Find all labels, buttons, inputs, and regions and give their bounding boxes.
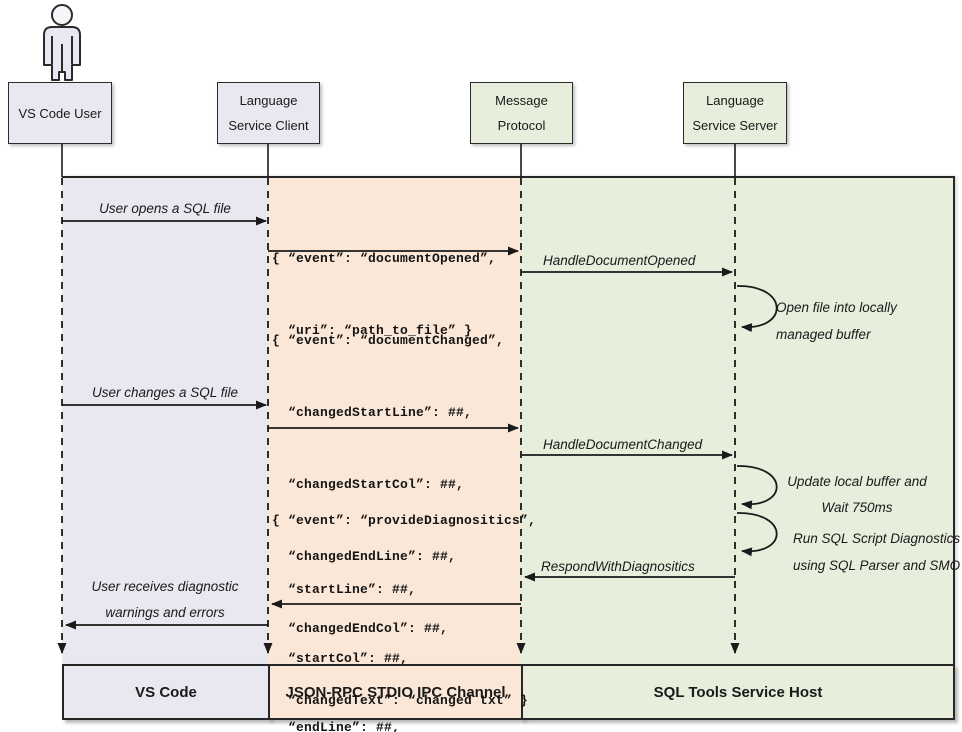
label-handle-document-opened: HandleDocumentOpened — [543, 253, 696, 268]
actor-label: Language — [239, 93, 298, 108]
label-user-receives-diagnostics: User receives diagnostic warnings and er… — [91, 579, 239, 620]
note-run-diagnostics: Run SQL Script Diagnostics using SQL Par… — [793, 531, 961, 573]
actor-message-protocol: Message Protocol — [470, 82, 573, 144]
actor-language-service-server: Language Service Server — [683, 82, 787, 144]
actor-label: Language — [706, 93, 764, 108]
label-handle-document-changed: HandleDocumentChanged — [543, 437, 703, 452]
lane-ipc-channel — [268, 178, 521, 666]
actor-language-service-client: Language Service Client — [217, 82, 320, 144]
label-user-opens-file: User opens a SQL file — [99, 201, 231, 216]
footer-vscode: VS Code — [62, 664, 270, 720]
payload-document-changed: { “event”: “documentChanged”, “changedSt… — [272, 333, 529, 708]
lane-area — [62, 176, 955, 666]
payload-provide-diagnostics: { “event”: “provideDiagnositics”, “start… — [272, 513, 537, 732]
lane-service-host — [521, 178, 953, 666]
label-user-changes-file: User changes a SQL file — [91, 385, 239, 400]
actor-label: Message — [495, 93, 548, 108]
actor-label: Protocol — [497, 118, 546, 133]
actor-label: Service Client — [228, 118, 309, 133]
footer-ipc-channel: JSON-RPC STDIO IPC Channel — [268, 664, 523, 720]
footer-label: SQL Tools Service Host — [653, 683, 823, 701]
payload-document-opened: { “event”: “documentOpened”, “uri”: “pat… — [272, 251, 497, 338]
label-respond-with-diagnostics: RespondWithDiagnositics — [541, 559, 695, 574]
footer-label: VS Code — [135, 683, 197, 701]
actor-label: Service Server — [692, 118, 778, 133]
person-icon — [43, 4, 81, 81]
footer-service-host: SQL Tools Service Host — [521, 664, 955, 720]
actor-connectors — [61, 144, 736, 177]
actor-vscode-user: VS Code User — [8, 82, 112, 144]
note-update-buffer: Update local buffer and Wait 750ms — [787, 474, 927, 515]
note-open-file: Open file into locally managed buffer — [776, 300, 897, 342]
footer-label: JSON-RPC STDIO IPC Channel — [285, 683, 506, 701]
lane-vscode — [62, 178, 268, 666]
actor-label: VS Code User — [18, 105, 102, 121]
